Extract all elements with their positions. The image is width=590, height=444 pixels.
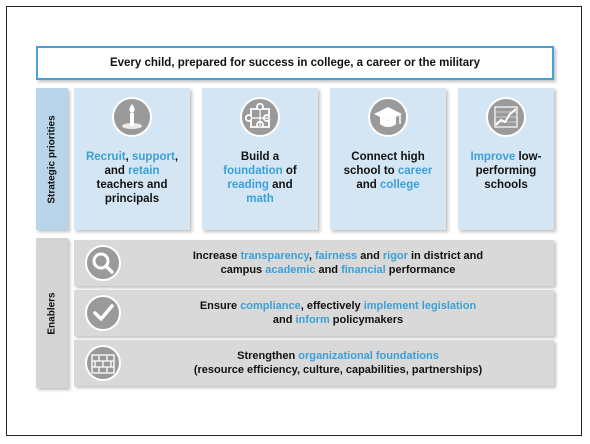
highlighted-word: college bbox=[380, 179, 420, 191]
text-segment: Connect high bbox=[351, 151, 425, 163]
growth-chart-icon bbox=[486, 97, 526, 137]
highlighted-word: career bbox=[397, 165, 433, 177]
text-segment: low- bbox=[515, 151, 542, 163]
text-segment: (resource efficiency, culture, capabilit… bbox=[193, 364, 483, 376]
text-segment: of bbox=[282, 165, 297, 177]
highlighted-word: academic bbox=[265, 264, 316, 276]
text-segment: campus bbox=[220, 264, 266, 276]
text-segment: schools bbox=[484, 179, 528, 191]
highlighted-word: Recruit bbox=[85, 151, 126, 163]
enablers-label-bar: Enablers bbox=[36, 238, 68, 388]
text-segment: Ensure bbox=[199, 300, 241, 312]
slide-frame bbox=[6, 6, 582, 436]
text-line: Strengthen organizational foundations bbox=[237, 349, 439, 363]
text-line: Recruit, support, bbox=[78, 150, 186, 164]
highlighted-word: transparency bbox=[240, 250, 309, 262]
highlighted-word: compliance bbox=[240, 300, 301, 312]
text-segment: and bbox=[315, 264, 342, 276]
text-segment: and bbox=[268, 179, 293, 191]
text-segment: and bbox=[356, 179, 380, 191]
highlighted-word: implement legislation bbox=[363, 300, 477, 312]
highlighted-word: foundation bbox=[223, 165, 283, 177]
text-line: Build a bbox=[206, 150, 314, 164]
text-segment: and bbox=[357, 250, 383, 262]
text-segment: performing bbox=[475, 165, 537, 177]
enabler-text: Strengthen organizational foundations(re… bbox=[132, 340, 544, 386]
text-line: Improve low- bbox=[462, 150, 550, 164]
text-line: Increase transparency, fairness and rigo… bbox=[193, 249, 483, 263]
enabler-text: Ensure compliance, effectively implement… bbox=[132, 290, 544, 336]
enabler-row-foundations: Strengthen organizational foundations(re… bbox=[74, 340, 554, 386]
priority-text: Improve low-performing schools bbox=[462, 150, 550, 192]
text-line: Connect high bbox=[334, 150, 442, 164]
highlighted-word: inform bbox=[295, 314, 330, 326]
text-line: (resource efficiency, culture, capabilit… bbox=[194, 363, 482, 377]
priority-card-low-performing: Improve low-performing schools bbox=[458, 88, 554, 230]
text-segment: school to bbox=[343, 165, 398, 177]
torch-icon bbox=[112, 97, 152, 137]
strategic-priorities-label-bar: Strategic priorities bbox=[36, 88, 68, 230]
text-segment: and bbox=[272, 314, 296, 326]
mission-text: Every child, prepared for success in col… bbox=[109, 57, 481, 69]
text-line: campus academic and financial performanc… bbox=[221, 263, 456, 277]
text-line: Ensure compliance, effectively implement… bbox=[200, 299, 476, 313]
text-segment: Build a bbox=[240, 151, 280, 163]
text-segment: , bbox=[125, 151, 132, 163]
magnifier-icon bbox=[85, 245, 121, 281]
highlighted-word: retain bbox=[128, 165, 160, 177]
highlighted-word: rigor bbox=[382, 250, 408, 262]
text-line: teachers and bbox=[78, 178, 186, 192]
enabler-row-compliance: Ensure compliance, effectively implement… bbox=[74, 290, 554, 336]
enabler-text: Increase transparency, fairness and rigo… bbox=[132, 240, 544, 286]
text-segment: Increase bbox=[192, 250, 241, 262]
text-line: and retain bbox=[78, 164, 186, 178]
text-segment: Strengthen bbox=[237, 350, 299, 362]
text-segment: performance bbox=[385, 264, 456, 276]
highlighted-word: support bbox=[132, 151, 175, 163]
text-segment: , bbox=[308, 250, 315, 262]
text-segment: , bbox=[174, 151, 179, 163]
strategic-priorities-label: Strategic priorities bbox=[46, 114, 58, 204]
highlighted-word: Improve bbox=[470, 151, 516, 163]
text-line: and inform policymakers bbox=[273, 313, 403, 327]
text-segment: , effectively bbox=[300, 300, 364, 312]
text-line: principals bbox=[78, 192, 186, 206]
text-segment: teachers and bbox=[96, 179, 168, 191]
brick-wall-icon bbox=[85, 345, 121, 381]
text-segment: in district and bbox=[407, 250, 484, 262]
checkmark-icon bbox=[85, 295, 121, 331]
text-line: math bbox=[206, 192, 314, 206]
text-line: foundation of bbox=[206, 164, 314, 178]
text-line: reading and bbox=[206, 178, 314, 192]
highlighted-word: fairness bbox=[314, 250, 358, 262]
puzzle-icon bbox=[240, 97, 280, 137]
highlighted-word: financial bbox=[341, 264, 386, 276]
highlighted-word: organizational foundations bbox=[298, 350, 439, 362]
text-line: school to career bbox=[334, 164, 442, 178]
highlighted-word: reading bbox=[227, 179, 269, 191]
text-segment: and bbox=[104, 165, 129, 177]
highlighted-word: math bbox=[246, 193, 274, 205]
graduation-cap-icon bbox=[368, 97, 408, 137]
text-line: performing bbox=[462, 164, 550, 178]
enabler-row-transparency: Increase transparency, fairness and rigo… bbox=[74, 240, 554, 286]
enablers-label: Enablers bbox=[46, 291, 58, 335]
text-segment: principals bbox=[104, 193, 160, 205]
text-line: schools bbox=[462, 178, 550, 192]
mission-banner: Every child, prepared for success in col… bbox=[36, 46, 554, 80]
text-line: and college bbox=[334, 178, 442, 192]
text-segment: policymakers bbox=[329, 314, 404, 326]
